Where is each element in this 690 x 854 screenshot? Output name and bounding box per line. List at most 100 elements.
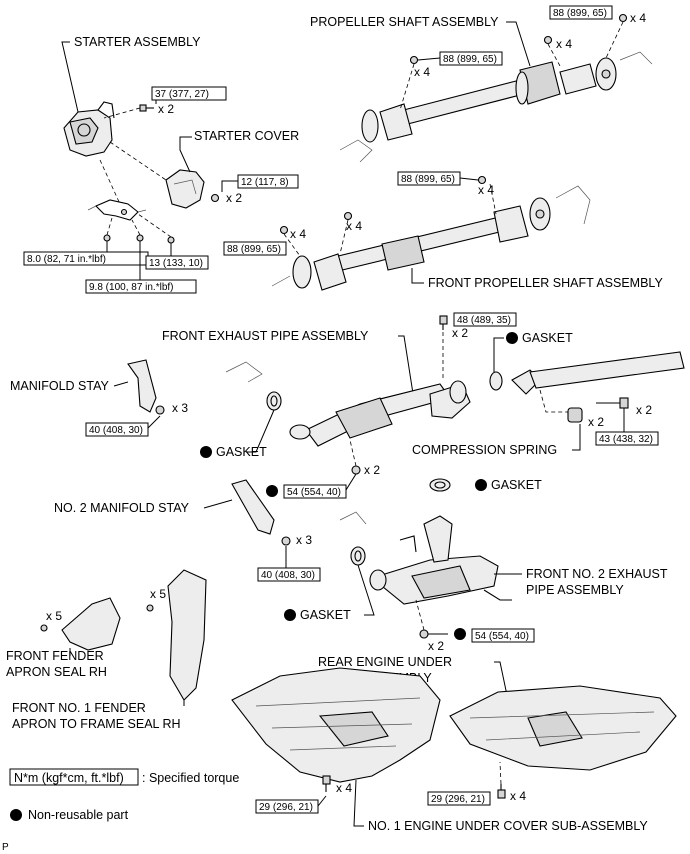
- no2-manifold-stay-drawing: [231, 479, 275, 535]
- front-no2-exhaust-pipe-drawing: [339, 511, 512, 605]
- gasket-b-drawing: [489, 371, 503, 391]
- qty-prop-nut-c: x 4: [414, 65, 430, 79]
- qty-starter-cover-bolt: x 2: [226, 191, 242, 205]
- page-mark: P: [2, 842, 9, 853]
- exhaust-nut-icon: [351, 465, 361, 475]
- torque-box-40-b: [257, 567, 321, 582]
- torque-88-d: 88 (899, 65): [227, 244, 281, 255]
- no1-under-cover-bolt-icon: [322, 775, 331, 792]
- torque-40-a: 40 (408, 30): [89, 425, 143, 436]
- exhaust-stud-icon: [439, 315, 448, 330]
- qty-starter-bolt: x 2: [158, 102, 174, 116]
- torque-40-b: 40 (408, 30): [261, 570, 315, 581]
- manifold-stay-drawing: [127, 359, 157, 413]
- front-propeller-shaft-drawing: [271, 185, 591, 291]
- prop-bolt-b-icon: [543, 35, 553, 45]
- front-exhaust-pipe-label: FRONT EXHAUST PIPE ASSEMBLY: [162, 329, 369, 343]
- starter-assembly-label: STARTER ASSEMBLY: [74, 35, 201, 49]
- front-exhaust-pipe-drawing: [225, 361, 471, 447]
- rear-under-cover-label-line1: REAR ENGINE UNDER: [318, 655, 452, 669]
- torque-box-54-a: [283, 484, 347, 499]
- torque-54-b: 54 (554, 40): [475, 631, 529, 642]
- torque-54-a-nonreusable-icon: [266, 485, 278, 497]
- qty-no2-exhaust-nut: x 2: [428, 639, 444, 653]
- front-prop-nut-a-icon: [477, 175, 487, 185]
- fender-apron-label-line1: FRONT FENDER: [6, 649, 104, 663]
- front-prop-bolt-b-icon: [343, 211, 353, 221]
- torque-box-29-b: [427, 791, 491, 806]
- starter-cover-drawing: [165, 169, 205, 209]
- torque-37: 37 (377, 27): [155, 89, 209, 100]
- harness-bolt-c-icon: [167, 236, 175, 244]
- front-no2-exhaust-label-line1: FRONT NO. 2 EXHAUST: [526, 567, 668, 581]
- no2-manifold-stay-bolt-icon: [281, 536, 291, 546]
- no1-under-cover-label: NO. 1 ENGINE UNDER COVER SUB-ASSEMBLY: [368, 819, 648, 833]
- torque-88-b: 88 (899, 65): [443, 54, 497, 65]
- gasket-d-label: GASKET: [300, 608, 351, 622]
- legend-non-reusable-label: Non-reusable part: [28, 808, 129, 822]
- gasket-c-nonreusable-icon: [475, 479, 487, 491]
- gasket-c-drawing: [429, 478, 451, 492]
- qty-spring-bolt: x 2: [636, 403, 652, 417]
- prop-nut-c-icon: [409, 55, 419, 65]
- qty-compression-spring: x 2: [588, 415, 604, 429]
- no2-manifold-stay-label: NO. 2 MANIFOLD STAY: [54, 501, 190, 515]
- torque-88-a: 88 (899, 65): [553, 8, 607, 19]
- harness-bracket-drawing: [87, 199, 147, 221]
- gasket-d-nonreusable-icon: [284, 609, 296, 621]
- no2-exhaust-nut-icon: [419, 629, 429, 639]
- torque-box-88-a: [549, 5, 613, 20]
- qty-exhaust-nut: x 2: [364, 463, 380, 477]
- tailpipe-drawing: [511, 351, 685, 395]
- torque-box-54-b: [471, 628, 535, 643]
- rear-under-cover-drawing: [449, 685, 677, 771]
- gasket-a-nonreusable-icon: [200, 446, 212, 458]
- legend-non-reusable-icon: [10, 809, 22, 821]
- no1-fender-clip-icon: [146, 604, 154, 612]
- qty-front-prop-nut-c: x 4: [290, 227, 306, 241]
- torque-43: 43 (438, 32): [599, 434, 653, 445]
- legend-torque-box: [9, 768, 139, 786]
- no1-fender-label-line1: FRONT NO. 1 FENDER: [12, 701, 146, 715]
- torque-54-a: 54 (554, 40): [287, 487, 341, 498]
- torque-box-40-a: [85, 422, 149, 437]
- compression-spring-label: COMPRESSION SPRING: [412, 443, 557, 457]
- qty-no1-fender-clip: x 5: [150, 587, 166, 601]
- propeller-shaft-drawing: [339, 51, 653, 163]
- torque-54-b-nonreusable-icon: [454, 628, 466, 640]
- fender-apron-seal-drawing: [61, 597, 121, 651]
- gasket-b-nonreusable-icon: [506, 332, 518, 344]
- qty-fender-apron-clip: x 5: [46, 609, 62, 623]
- gasket-c-label: GASKET: [491, 478, 542, 492]
- torque-box-9-8: [85, 279, 197, 294]
- torque-box-43: [595, 431, 659, 446]
- rear-under-cover-bolt-icon: [497, 784, 506, 799]
- fender-apron-label-line2: APRON SEAL RH: [6, 665, 107, 679]
- starter-assembly-drawing: [63, 101, 115, 157]
- torque-29-a: 29 (296, 21): [259, 802, 313, 813]
- torque-box-37: [151, 86, 227, 101]
- qty-front-prop-nut-a: x 4: [478, 183, 494, 197]
- torque-48: 48 (489, 35): [457, 315, 511, 326]
- no1-under-cover-drawing: [231, 667, 441, 783]
- legend-torque-desc: : Specified torque: [142, 771, 239, 785]
- qty-rear-under-cover-bolt: x 4: [510, 789, 526, 803]
- torque-box-13: [145, 255, 209, 270]
- torque-13: 13 (133, 10): [149, 258, 203, 269]
- front-no2-exhaust-label-line2: PIPE ASSEMBLY: [526, 583, 624, 597]
- torque-box-29-a: [255, 799, 319, 814]
- no1-fender-seal-drawing: [167, 569, 207, 701]
- torque-88-c: 88 (899, 65): [401, 174, 455, 185]
- qty-prop-nut-a: x 4: [630, 11, 646, 25]
- torque-9-8: 9.8 (100, 87 in.*lbf): [89, 282, 174, 293]
- manifold-stay-bolt-icon: [155, 405, 165, 415]
- qty-manifold-stay-bolt: x 3: [172, 401, 188, 415]
- propeller-shaft-label: PROPELLER SHAFT ASSEMBLY: [310, 15, 499, 29]
- legend-torque-key: N*m (kgf*cm, ft.*lbf): [14, 771, 124, 785]
- torque-box-88-d: [223, 241, 287, 256]
- manifold-stay-label: MANIFOLD STAY: [10, 379, 110, 393]
- gasket-a-label: GASKET: [216, 445, 267, 459]
- prop-nut-a-icon: [618, 13, 628, 23]
- gasket-b-label: GASKET: [522, 331, 573, 345]
